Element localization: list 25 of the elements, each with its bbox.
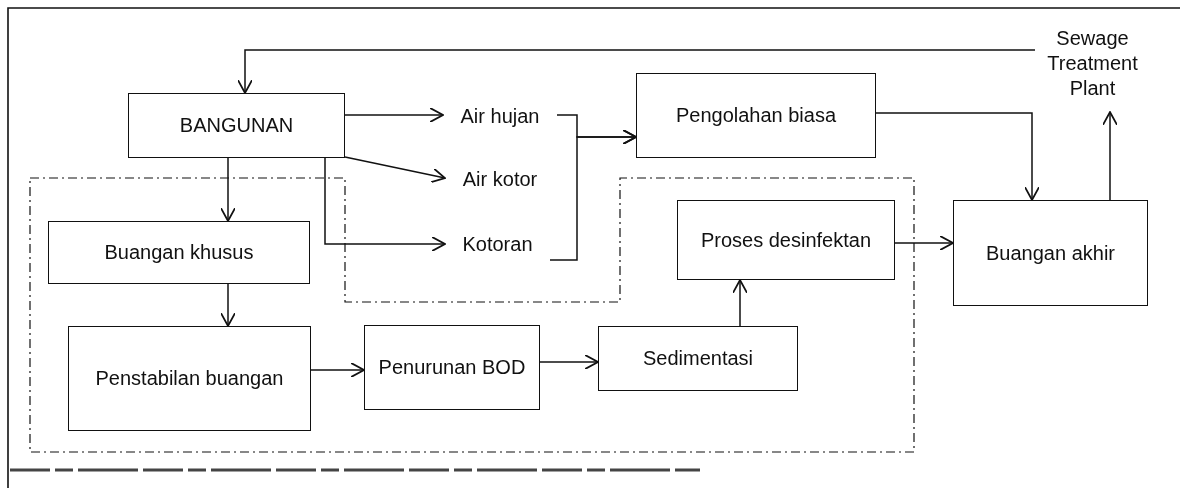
process-box: Pengolahan biasa: [636, 73, 876, 158]
arrow: [894, 235, 954, 251]
arrow: [220, 283, 236, 327]
arrow: [732, 279, 748, 327]
flow-label: Air kotor: [462, 166, 538, 192]
arrow: [220, 157, 236, 222]
process-box: Penurunan BOD: [364, 325, 540, 410]
process-box: Sedimentasi: [598, 326, 798, 391]
arrow: [310, 362, 365, 378]
arrow: [549, 129, 637, 261]
arrow: [344, 156, 446, 184]
flow-label: Air hujan: [460, 103, 540, 129]
process-box: Buangan khusus: [48, 221, 310, 284]
process-box: Proses desinfektan: [677, 200, 895, 280]
flow-label: Kotoran: [462, 231, 533, 257]
process-box: Penstabilan buangan: [68, 326, 311, 431]
process-box: Buangan akhir: [953, 200, 1148, 306]
arrow: [1102, 111, 1118, 201]
arrow: [344, 107, 444, 123]
arrow: [875, 112, 1040, 201]
process-box: BANGUNAN: [128, 93, 345, 158]
arrow: [539, 354, 599, 370]
arrow: [237, 49, 1036, 94]
plant-label: Sewage Treatment Plant: [1046, 25, 1139, 101]
arrow: [324, 157, 446, 252]
